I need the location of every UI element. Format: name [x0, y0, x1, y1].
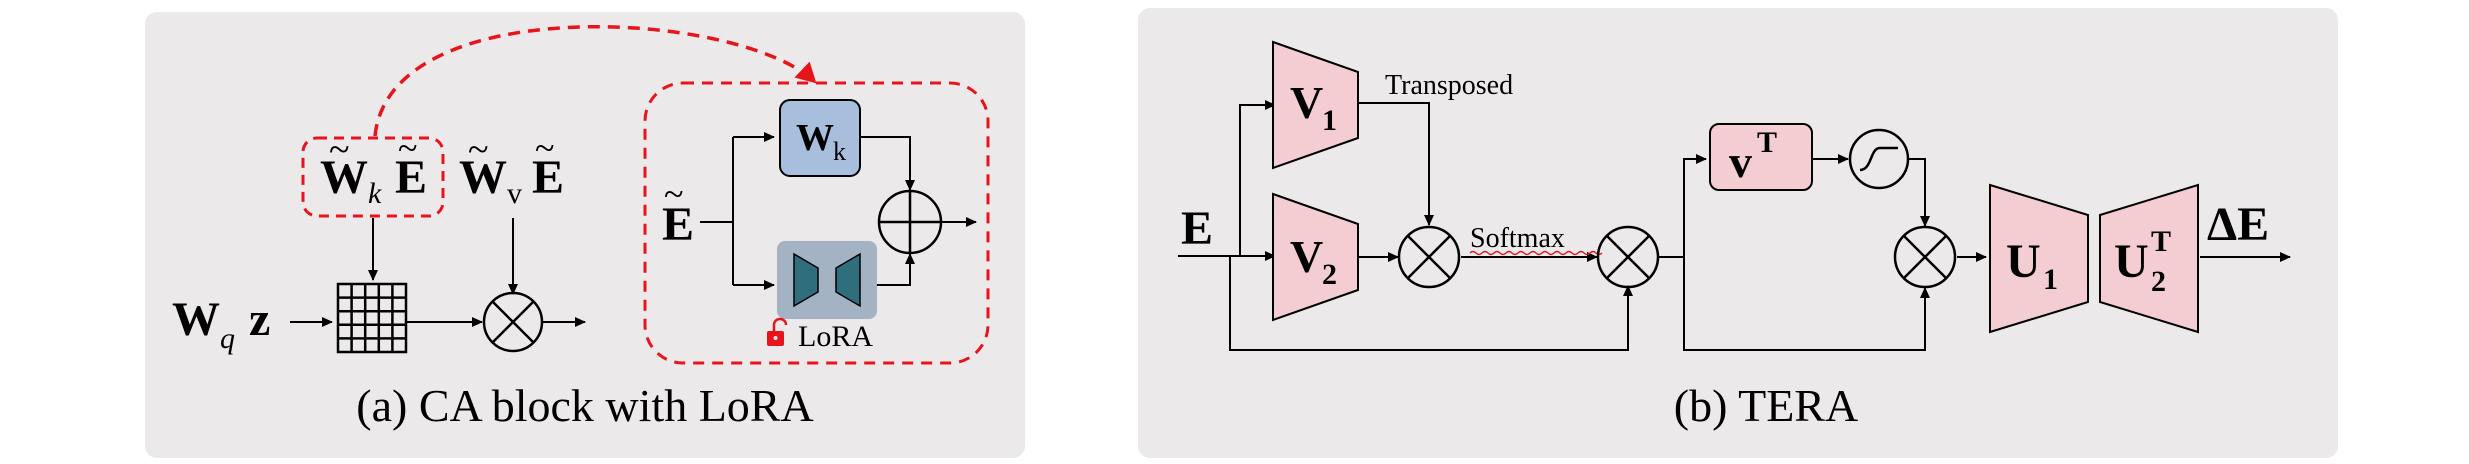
panel-b-background — [1138, 8, 2338, 458]
u2t-block — [2099, 183, 2199, 334]
wk-tilde: ~ — [329, 129, 350, 171]
wk-weight-box — [779, 99, 861, 177]
wv-tilde: ~ — [468, 129, 489, 171]
red-dashed-arrow — [373, 25, 817, 137]
v2-block — [1272, 192, 1359, 322]
multiply-icon-b2 — [1596, 225, 1660, 289]
softmax-label: Softmax — [1470, 223, 1565, 254]
softmax-underline — [1469, 250, 1603, 256]
wv-symbol: W — [459, 151, 507, 204]
u1-symbol: U — [2006, 235, 2041, 288]
wv-e-symbol: E — [532, 151, 564, 204]
wk-e-symbol: E — [395, 151, 427, 204]
wk-highlight-box — [301, 136, 445, 218]
tera-output-label: ΔE — [2207, 198, 2269, 251]
v1-symbol: V — [1290, 77, 1323, 128]
wk-symbol: W — [320, 151, 368, 204]
panel-b: E V 1 Transposed V 2 Softmax v T — [1138, 8, 2338, 458]
panel-a: W ~ k E ~ W ~ v E ~ W q z — [145, 12, 1025, 458]
vt-symbol: v — [1729, 136, 1752, 187]
lora-label: LoRA — [798, 320, 873, 353]
v2-symbol: V — [1290, 231, 1323, 282]
v1-block — [1272, 40, 1359, 170]
transposed-label: Transposed — [1385, 70, 1513, 101]
tera-flow-lines — [1178, 100, 2291, 351]
unlock-icon — [767, 317, 788, 346]
multiply-icon-b1 — [1397, 225, 1461, 289]
vt-block — [1709, 123, 1813, 191]
caption-b: (b) TERA — [1674, 380, 1858, 431]
u1-subscript: 1 — [2043, 263, 2058, 296]
vt-superscript: T — [1757, 126, 1777, 159]
v1-subscript: 1 — [1322, 104, 1337, 137]
u2t-symbol: U — [2114, 235, 2149, 288]
multiply-icon-b3 — [1893, 225, 1957, 289]
wk-subscript: k — [368, 177, 382, 210]
attention-grid-icon — [336, 282, 408, 354]
add-icon — [877, 189, 943, 255]
tera-input-label: E — [1181, 202, 1213, 255]
u1-block — [1989, 183, 2089, 334]
wk-weight-symbol: W — [796, 117, 834, 159]
lora-module-box — [777, 241, 877, 319]
wv-subscript: v — [507, 177, 522, 210]
lora-detail-box — [643, 81, 990, 365]
wq-subscript: q — [220, 322, 235, 355]
wv-e-tilde: ~ — [535, 128, 554, 168]
inner-e-symbol: E — [662, 198, 694, 251]
lora-bowtie-icon — [793, 252, 861, 308]
wk-weight-subscript: k — [833, 137, 846, 166]
z-symbol: z — [249, 293, 270, 346]
inner-e-tilde: ~ — [664, 174, 683, 214]
lora-flow-lines — [700, 132, 977, 290]
sigmoid-icon — [1848, 128, 1910, 190]
v2-subscript: 2 — [1322, 258, 1337, 291]
wk-e-tilde: ~ — [398, 128, 417, 168]
caption-a: (a) CA block with LoRA — [356, 380, 813, 431]
u2t-subscript: 2 — [2151, 265, 2166, 298]
wq-symbol: W — [172, 293, 220, 346]
u2t-superscript: T — [2151, 225, 2171, 258]
